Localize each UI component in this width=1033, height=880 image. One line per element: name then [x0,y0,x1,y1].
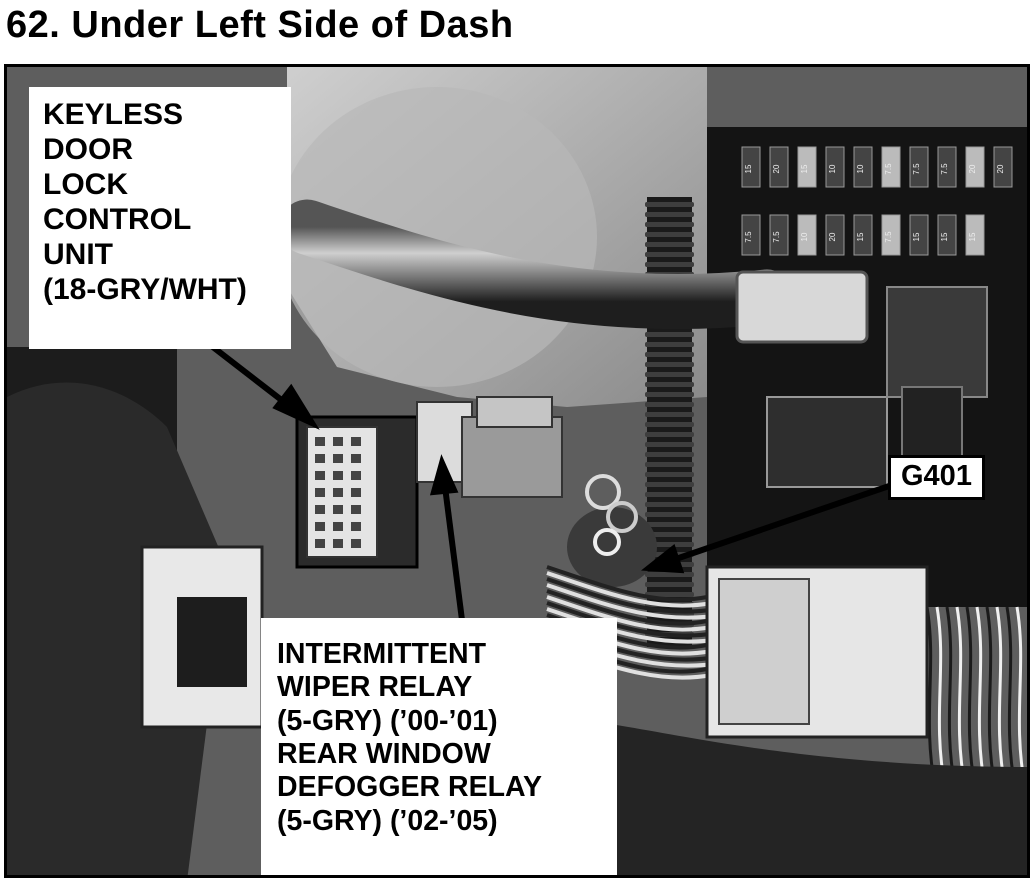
fuse-rating: 7.5 [884,163,893,175]
wire-harness-tube [279,199,795,329]
callout-arrows [185,324,893,621]
fuse: 7.5 [881,214,901,256]
label-line: (18-GRY/WHT) [43,273,247,307]
fuse: 15 [741,146,761,188]
fuse-rating: 7.5 [772,231,781,243]
fuse: 15 [937,214,957,256]
arrow-g401 [666,482,893,565]
fuse-rating: 15 [800,164,809,173]
fuse-rating: 15 [856,232,865,241]
label-line: UNIT [43,238,113,272]
corrugated-conduit [645,197,694,647]
fuse: 15 [965,214,985,256]
label-wiper-relay: INTERMITTENT WIPER RELAY (5-GRY) (’00-’0… [261,618,617,875]
fuse-rating: 7.5 [940,163,949,175]
fuse-rating: 15 [968,232,977,241]
fuse-rating: 20 [968,164,977,173]
fuse-rating: 20 [996,164,1005,173]
fuse: 20 [965,146,985,188]
arrow-wiper [441,478,465,621]
fuse: 15 [909,214,929,256]
fuse: 7.5 [937,146,957,188]
fuse: 20 [769,146,789,188]
fuse-rating: 15 [744,164,753,173]
arrow-wiper-head [429,454,459,496]
fuse-rating: 20 [828,232,837,241]
label-line: LOCK [43,168,128,202]
fuse-rating: 10 [856,164,865,173]
label-line: DOOR [43,133,133,167]
fuse-rating: 7.5 [744,231,753,243]
fuse: 10 [853,146,873,188]
fuse: 7.5 [741,214,761,256]
label-line: WIPER RELAY [277,671,473,704]
fuse: 7.5 [881,146,901,188]
arrow-keyless-head [272,383,320,430]
label-line: (5-GRY) (’00-’01) [277,704,498,737]
fuse-rating: 7.5 [884,231,893,243]
fuse: 10 [825,146,845,188]
fuse: 7.5 [909,146,929,188]
fuse-rating: 10 [828,164,837,173]
fuse-row-top: 15 20 15 10 10 7.5 7.5 7.5 20 20 [741,146,1013,188]
fuse-rating: 7.5 [912,163,921,175]
fuse: 10 [797,214,817,256]
wiper-relay [416,396,563,498]
label-line: CONTROL [43,203,192,237]
fuse-rating: 15 [912,232,921,241]
arrow-g401-head [641,543,685,574]
fuse: 20 [993,146,1013,188]
fuse: 15 [853,214,873,256]
fuse-rating: 10 [800,232,809,241]
fuse-rating: 20 [772,164,781,173]
page-title: 62. Under Left Side of Dash [6,4,514,46]
fuse: 20 [825,214,845,256]
fuse-row-bottom: 7.5 7.5 10 20 15 7.5 15 15 15 [741,214,985,256]
label-keyless-door-lock: KEYLESS DOOR LOCK CONTROL UNIT (18-GRY/W… [29,87,291,349]
harness-connector [735,270,869,344]
label-line: KEYLESS [43,98,184,131]
label-line: DEFOGGER RELAY [277,771,542,804]
keyless-control-unit [295,415,419,569]
relay-block [766,396,888,488]
label-line: REAR WINDOW [277,738,491,771]
fuse: 15 [797,146,817,188]
fuse-rating: 15 [940,232,949,241]
label-g401: G401 [888,455,985,500]
ground-g401 [567,474,657,587]
label-line: INTERMITTENT [277,638,486,670]
fuse: 7.5 [769,214,789,256]
label-line: (5-GRY) (’02-’05) [277,804,498,837]
